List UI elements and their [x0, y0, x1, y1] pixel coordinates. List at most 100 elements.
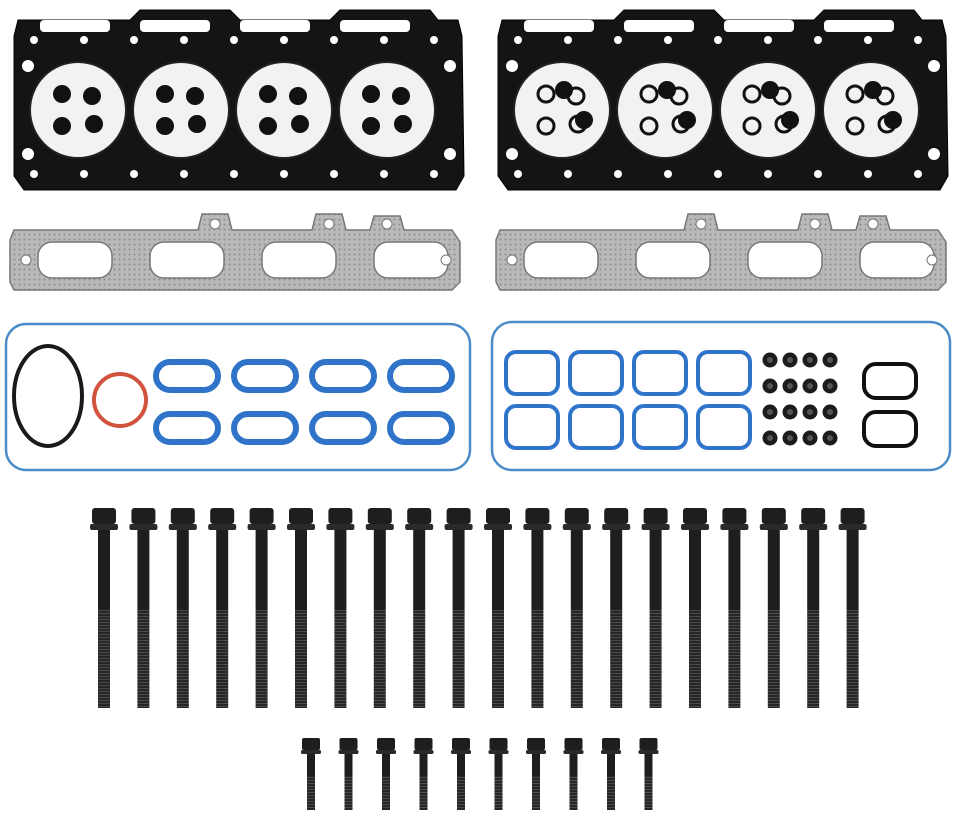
- dowel-hole: [928, 148, 940, 160]
- short-bolt-group: [301, 738, 659, 810]
- short-head-bolt: [601, 738, 621, 810]
- valve-stem-seal-center: [807, 435, 813, 441]
- dowel-hole: [506, 148, 518, 160]
- valve-stem-seal-center: [787, 383, 793, 389]
- port-plug: [555, 81, 573, 99]
- exhaust-port: [859, 241, 935, 279]
- coolant-hole: [664, 36, 672, 44]
- port-plug: [362, 117, 380, 135]
- port-plug: [575, 111, 593, 129]
- bolt-thread: [334, 610, 347, 708]
- bolt-thread: [644, 776, 653, 810]
- bolt-flange: [681, 524, 709, 530]
- bolt-shank: [98, 530, 110, 610]
- bolt-hole: [323, 218, 335, 230]
- red-o-ring: [92, 372, 148, 428]
- bolt-shank: [334, 530, 347, 610]
- long-head-bolt: [720, 508, 749, 708]
- bolt-flange: [287, 524, 315, 530]
- exhaust-port: [635, 241, 711, 279]
- port-plug: [83, 87, 101, 105]
- bolt-head: [92, 508, 116, 524]
- bolt-flange: [720, 524, 749, 530]
- coolant-hole: [280, 170, 288, 178]
- port-plug: [761, 81, 779, 99]
- coolant-hole: [180, 170, 188, 178]
- intake-port-seal: [309, 359, 377, 393]
- valve-stem-seal-center: [787, 357, 793, 363]
- bolt-head: [643, 508, 668, 524]
- port-plug: [392, 87, 410, 105]
- intake-square-seal: [568, 404, 624, 450]
- bolt-flange: [376, 750, 396, 754]
- bolt-hole: [695, 218, 707, 230]
- bolt-thread: [492, 610, 504, 708]
- bolt-flange: [129, 524, 158, 530]
- coolant-slot: [240, 20, 310, 32]
- bolt-thread: [728, 610, 741, 708]
- valve-stem-seal-center: [767, 383, 773, 389]
- port-plug: [53, 85, 71, 103]
- cylinder-bore: [719, 61, 817, 159]
- bolt-shank: [373, 530, 386, 610]
- port-plug: [188, 115, 206, 133]
- coolant-hole: [230, 36, 238, 44]
- bolt-head: [328, 508, 353, 524]
- cover-seal: [862, 362, 918, 400]
- coolant-hole: [330, 36, 338, 44]
- coolant-hole: [380, 170, 388, 178]
- bolt-flange: [247, 524, 276, 530]
- coolant-hole: [914, 170, 922, 178]
- gasket-sheet-right: [490, 320, 952, 472]
- dowel-hole: [444, 60, 456, 72]
- long-head-bolt: [129, 508, 158, 708]
- bolt-head: [525, 508, 550, 524]
- coolant-hole: [864, 36, 872, 44]
- bolt-shank: [492, 530, 504, 610]
- bolt-flange: [451, 750, 471, 754]
- port-plug: [864, 81, 882, 99]
- intake-square-seal: [696, 350, 752, 396]
- bolt-shank: [216, 530, 229, 610]
- bolt-shank: [569, 754, 578, 776]
- head-gasket: [497, 9, 949, 191]
- bolt-thread: [531, 610, 544, 708]
- bolt-flange: [641, 524, 670, 530]
- short-head-bolt: [526, 738, 546, 810]
- long-head-bolt: [247, 508, 276, 708]
- coolant-hole: [814, 36, 822, 44]
- short-head-bolt: [413, 738, 434, 810]
- port-ring: [639, 116, 659, 136]
- bolt-shank: [649, 530, 662, 610]
- bolt-thread: [295, 610, 307, 708]
- bolt-head: [683, 508, 707, 524]
- valve-stem-seal-center: [767, 357, 773, 363]
- bolt-hole: [809, 218, 821, 230]
- bolt-flange: [484, 524, 512, 530]
- exhaust-port: [523, 241, 599, 279]
- bolt-head: [452, 738, 470, 750]
- bolt-thread: [419, 776, 428, 810]
- gasket-sheet-left: [4, 322, 472, 472]
- coolant-hole: [380, 36, 388, 44]
- coolant-slot: [340, 20, 410, 32]
- exhaust-gasket-group: [9, 213, 947, 291]
- long-head-bolt: [759, 508, 788, 708]
- cover-seal: [862, 410, 918, 448]
- bolt-thread: [382, 776, 390, 810]
- coolant-hole: [80, 170, 88, 178]
- long-head-bolt: [523, 508, 552, 708]
- valve-stem-seal-center: [827, 409, 833, 415]
- bolt-head: [602, 738, 620, 750]
- dowel-hole: [444, 148, 456, 160]
- coolant-hole: [430, 36, 438, 44]
- short-head-bolt: [638, 738, 659, 810]
- long-head-bolt: [838, 508, 867, 708]
- bolt-head: [414, 738, 433, 750]
- bolt-hole: [440, 254, 452, 266]
- bolt-head: [377, 738, 395, 750]
- long-head-bolt: [365, 508, 394, 708]
- exhaust-port: [373, 241, 449, 279]
- bolt-head: [639, 738, 658, 750]
